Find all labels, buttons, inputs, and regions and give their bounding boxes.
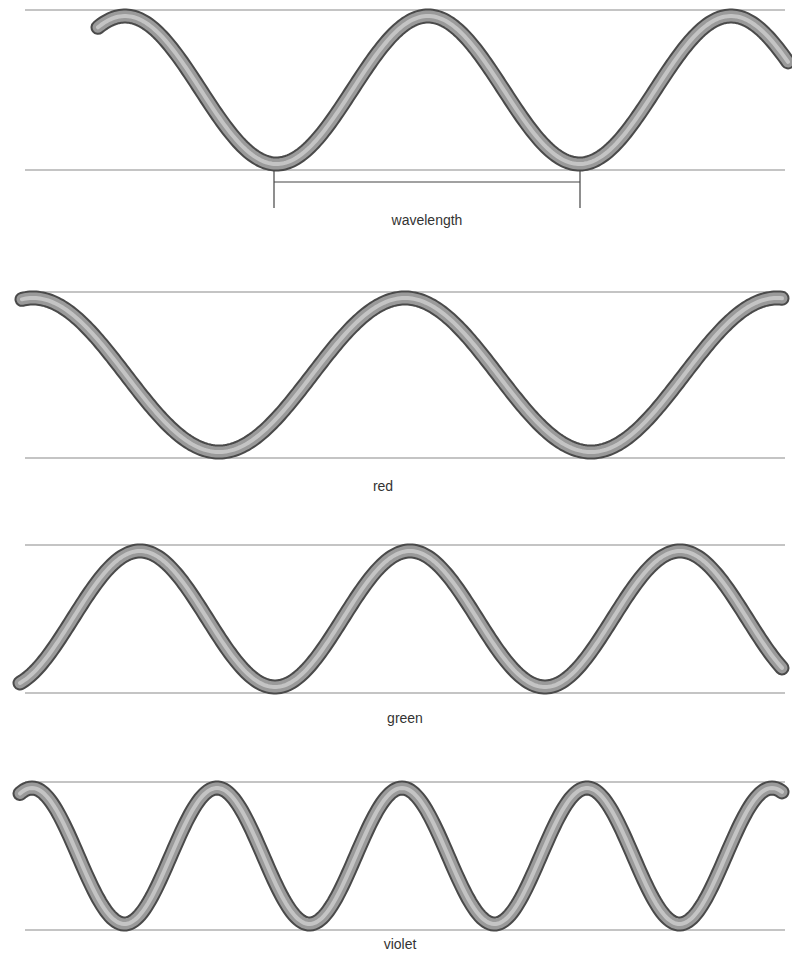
ribbon-wave	[20, 551, 782, 687]
ribbon-wave	[22, 298, 782, 452]
color-label: green	[384, 710, 426, 726]
ribbon-wave	[98, 16, 788, 164]
ribbon-wave	[98, 16, 788, 164]
ribbon-wave	[20, 788, 782, 924]
ribbon-wave	[20, 551, 782, 687]
dimension-label: wavelength	[389, 212, 466, 228]
color-label: violet	[381, 936, 420, 952]
ribbon-wave	[20, 551, 782, 687]
color-label: red	[370, 478, 396, 494]
ribbon-wave	[22, 298, 782, 452]
ribbon-wave	[98, 16, 788, 164]
ribbon-wave	[20, 788, 782, 924]
ribbon-wave	[20, 788, 782, 924]
wavelength-bracket	[274, 170, 580, 208]
ribbon-wave	[22, 298, 782, 452]
